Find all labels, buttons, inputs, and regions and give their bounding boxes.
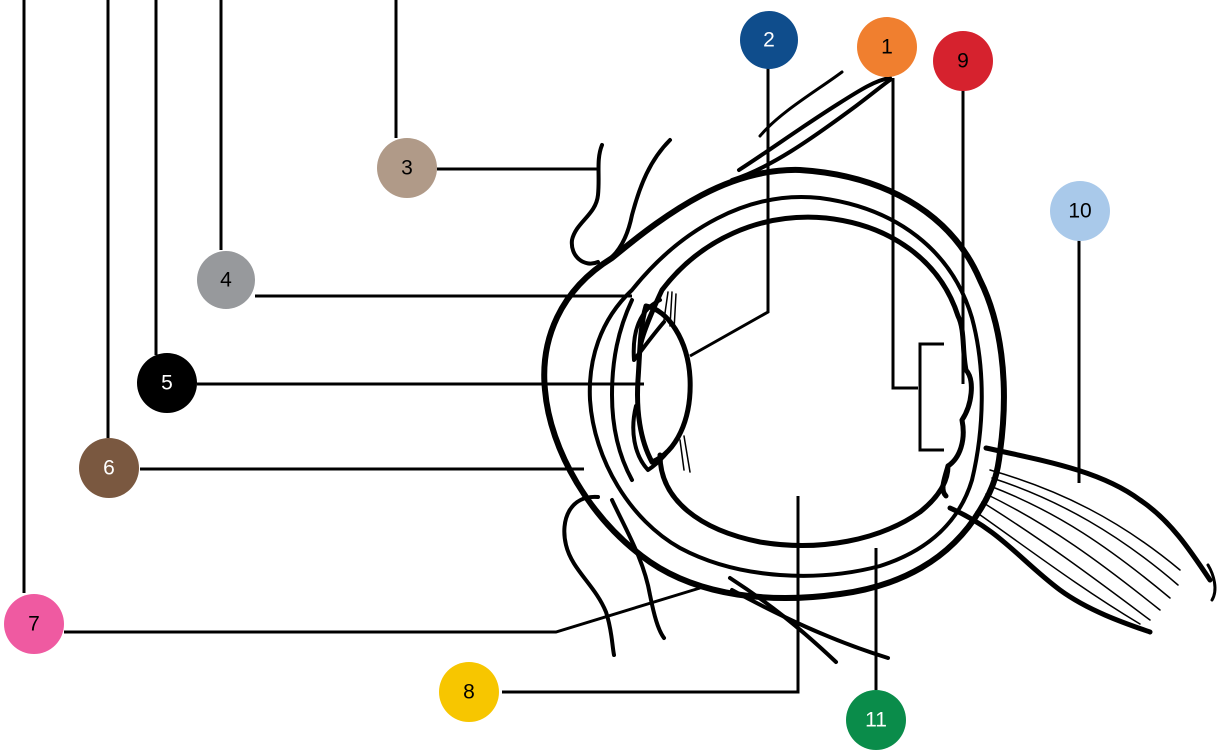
callout-11: 11 (846, 690, 906, 750)
eye-illustration (544, 72, 1215, 662)
callout-5: 5 (137, 353, 197, 413)
callout-1: 1 (857, 17, 917, 77)
optic-nerve-sheath (1208, 565, 1215, 600)
upper-eyelid-inner (606, 140, 670, 262)
callout-label-8: 8 (463, 681, 475, 704)
callout-9: 9 (933, 31, 993, 91)
callout-label-9: 9 (957, 50, 969, 73)
callout-7: 7 (4, 594, 64, 654)
lower-muscle-inner (732, 590, 888, 658)
callout-label-2: 2 (763, 29, 775, 52)
callout-8: 8 (439, 662, 499, 722)
callout-10: 10 (1050, 181, 1110, 241)
callout-label-11: 11 (865, 709, 887, 732)
callout-3: 3 (377, 138, 437, 198)
callout-label-3: 3 (401, 157, 413, 180)
callout-6: 6 (79, 438, 139, 498)
leader-bracket-1 (920, 344, 944, 450)
callout-label-1: 1 (881, 36, 893, 59)
callout-label-4: 4 (220, 269, 232, 292)
leader-line-2 (690, 60, 768, 356)
callout-2: 2 (740, 11, 798, 69)
upper-eyelid (572, 145, 602, 264)
leader-lines (24, 0, 1079, 692)
choroid-outline (590, 197, 982, 576)
lower-muscle-outer (730, 578, 836, 662)
callout-label-7: 7 (28, 613, 40, 636)
callout-label-6: 6 (103, 457, 115, 480)
callout-label-10: 10 (1068, 200, 1091, 223)
cornea (612, 300, 632, 480)
callout-label-5: 5 (161, 372, 173, 395)
callout-4: 4 (197, 251, 255, 309)
